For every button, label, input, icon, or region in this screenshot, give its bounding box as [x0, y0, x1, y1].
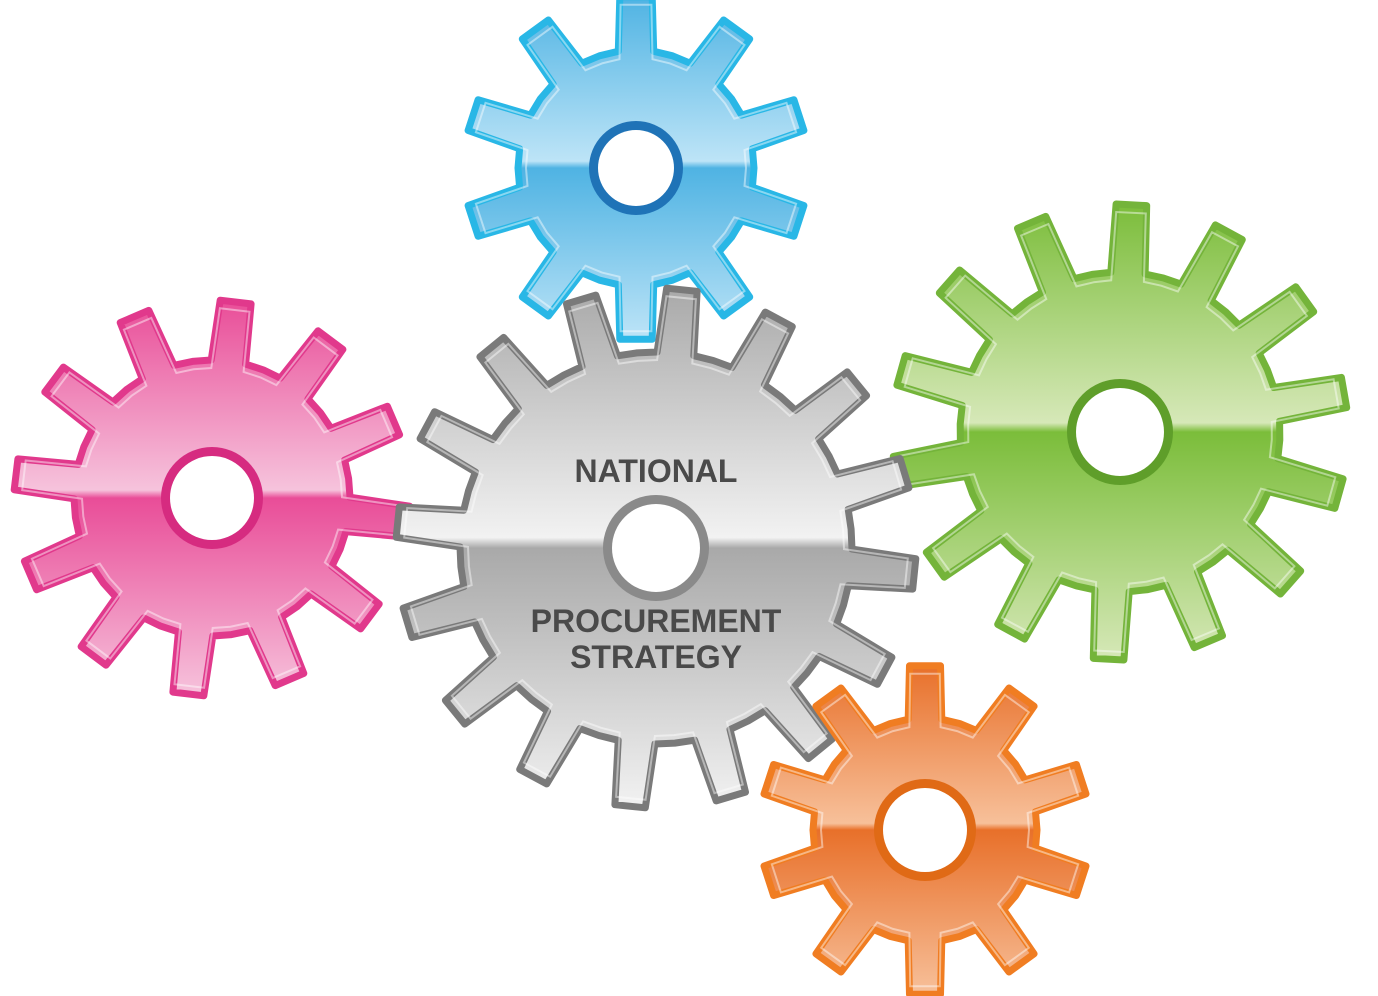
pink-gear-highlight — [21, 307, 403, 689]
label-strategy: STRATEGY — [570, 639, 742, 675]
pink-gear — [10, 296, 414, 700]
green-gear-hole — [1076, 388, 1164, 476]
label-national: NATIONAL — [575, 453, 738, 489]
pink-gear-hole — [170, 456, 254, 540]
orange-gear-highlight — [770, 672, 1080, 988]
blue-gear — [464, 0, 808, 343]
center-gear-hole — [612, 504, 700, 592]
blue-gear-highlight — [474, 3, 798, 333]
orange-gear — [760, 662, 1090, 996]
blue-gear-hole — [598, 130, 674, 206]
center-gear-highlight — [403, 295, 909, 801]
green-gear-highlight — [900, 210, 1340, 654]
green-gear — [889, 200, 1351, 664]
orange-gear-hole — [883, 788, 967, 872]
label-procurement: PROCUREMENT — [531, 603, 782, 639]
center-gear — [392, 284, 920, 812]
